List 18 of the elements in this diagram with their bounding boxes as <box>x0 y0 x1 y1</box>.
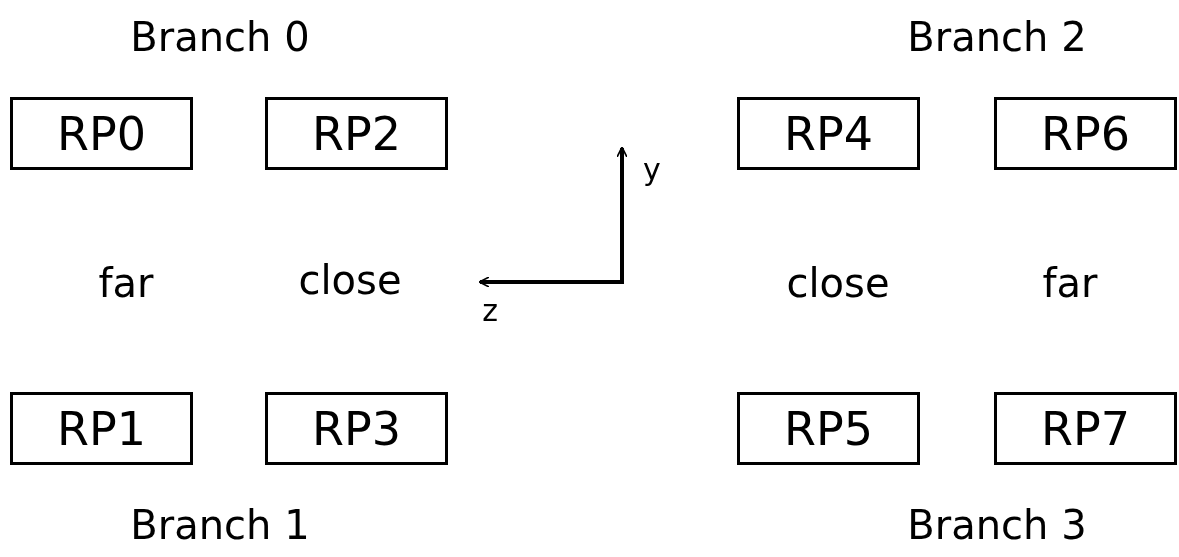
axis-label: y <box>643 155 661 185</box>
branch-label: Branch 1 <box>130 505 310 545</box>
branch-label: Branch 2 <box>907 17 1087 57</box>
register-box: RP3 <box>265 392 448 465</box>
register-box: RP1 <box>10 392 193 465</box>
region-label: close <box>298 260 402 300</box>
branch-label: Branch 0 <box>130 17 310 57</box>
register-box: RP0 <box>10 97 193 170</box>
register-box: RP6 <box>994 97 1177 170</box>
branch-label: Branch 3 <box>907 505 1087 545</box>
axis-label: z <box>482 296 498 326</box>
region-label: far <box>98 263 154 303</box>
region-label: close <box>786 263 890 303</box>
region-label: far <box>1042 263 1098 303</box>
register-box: RP2 <box>265 97 448 170</box>
register-box: RP5 <box>737 392 920 465</box>
register-box: RP7 <box>994 392 1177 465</box>
register-box: RP4 <box>737 97 920 170</box>
